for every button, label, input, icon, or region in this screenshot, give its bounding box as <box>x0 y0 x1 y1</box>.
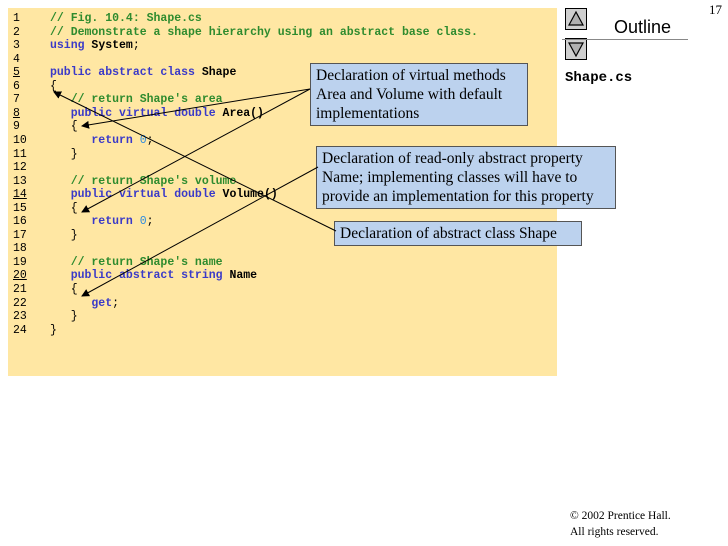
code-token: // Demonstrate a shape hierarchy using a… <box>50 25 478 39</box>
code-text: using System; <box>50 39 140 53</box>
code-token: return <box>50 215 133 229</box>
outline-divider <box>562 39 688 40</box>
code-token: using <box>50 39 85 53</box>
next-slide-button[interactable] <box>565 38 587 60</box>
line-number: 21 <box>13 283 27 296</box>
outline-title: Outline <box>614 17 672 37</box>
code-token: Name <box>229 269 258 283</box>
code-token <box>216 107 223 120</box>
line-number: 17 <box>13 228 27 242</box>
line-number: 9 <box>13 120 20 134</box>
code-token: public virtual double <box>50 188 216 202</box>
code-token: } <box>50 310 78 324</box>
code-token: Area() <box>222 106 264 120</box>
code-token: { <box>50 79 57 93</box>
code-text: public abstract string Name <box>50 269 257 283</box>
code-token: public virtual double <box>50 106 216 120</box>
code-token: public abstract string <box>50 269 223 283</box>
code-text: } <box>50 310 78 324</box>
file-name-label: Shape.cs <box>565 70 633 86</box>
code-token: } <box>50 323 57 337</box>
line-number: 12 <box>13 161 27 175</box>
code-text: // Fig. 10.4: Shape.cs <box>50 12 202 26</box>
code-token <box>133 215 140 228</box>
line-number: 4 <box>13 52 20 66</box>
code-token: { <box>50 120 78 134</box>
callout-virtual-methods: Declaration of virtual methods Area and … <box>310 63 528 126</box>
line-number: 7 <box>13 93 20 107</box>
code-token <box>216 188 223 201</box>
line-number: 23 <box>13 310 27 324</box>
line-number: 19 <box>13 255 27 269</box>
line-number: 18 <box>13 242 27 256</box>
code-token: // return Shape's area <box>50 93 223 107</box>
code-token: } <box>50 228 78 242</box>
line-number: 16 <box>13 215 27 229</box>
line-number: 1 <box>13 12 20 25</box>
line-number: 20 <box>13 269 27 283</box>
code-token: ; <box>146 133 154 147</box>
code-text: { <box>50 202 78 216</box>
line-number: 8 <box>13 106 20 120</box>
line-number: 13 <box>13 174 27 188</box>
copyright-line-2: All rights reserved. <box>570 526 659 538</box>
code-token <box>133 134 140 147</box>
code-text: get; <box>50 297 119 311</box>
code-token: { <box>50 283 78 296</box>
page-number: 17 <box>709 2 722 17</box>
code-token: return <box>50 133 133 147</box>
code-text: { <box>50 120 78 134</box>
code-token: 0 <box>139 215 147 229</box>
line-number: 22 <box>13 296 27 310</box>
copyright-line-1: © 2002 Prentice Hall. <box>570 510 671 522</box>
code-text: return 0; <box>50 215 154 229</box>
line-number: 15 <box>13 201 27 215</box>
code-text: } <box>50 324 57 338</box>
code-text: // return Shape's volume <box>50 174 237 189</box>
callout-abstract-property: Declaration of read-only abstract proper… <box>316 146 616 209</box>
code-token: ; <box>132 39 140 53</box>
line-number: 2 <box>13 25 20 39</box>
code-text: public abstract class Shape <box>50 66 236 80</box>
code-token <box>195 66 202 79</box>
code-text: } <box>50 229 78 243</box>
code-token: get <box>50 296 113 310</box>
line-number: 5 <box>13 66 20 80</box>
code-token: ; <box>146 215 154 229</box>
code-token: Shape <box>201 66 237 80</box>
code-text: // return Shape's area <box>50 93 223 107</box>
code-text: } <box>50 148 78 162</box>
code-token: } <box>50 147 78 161</box>
callout-abstract-class: Declaration of abstract class Shape <box>334 221 582 246</box>
code-token: // return Shape's name <box>50 255 223 269</box>
code-token: ; <box>112 296 120 310</box>
line-number: 6 <box>13 79 20 93</box>
triangle-down-icon <box>567 42 585 58</box>
code-text: // Demonstrate a shape hierarchy using a… <box>50 26 478 40</box>
code-text: { <box>50 283 78 297</box>
code-token: System <box>91 39 133 53</box>
line-number: 10 <box>13 133 27 147</box>
code-token: Volume() <box>222 188 278 202</box>
line-number: 3 <box>13 39 20 53</box>
code-text: public virtual double Volume() <box>50 188 278 202</box>
line-number: 24 <box>13 323 27 337</box>
copyright-notice: © 2002 Prentice Hall. All rights reserve… <box>570 508 671 540</box>
code-text: { <box>50 80 57 94</box>
code-token: public abstract class <box>50 66 195 80</box>
line-number: 14 <box>13 188 27 202</box>
code-text: return 0; <box>50 133 154 148</box>
line-number: 11 <box>13 147 27 161</box>
previous-slide-button[interactable] <box>565 8 587 30</box>
triangle-up-icon <box>567 10 585 26</box>
code-token: // return Shape's volume <box>50 174 237 188</box>
code-text: // return Shape's name <box>50 256 223 270</box>
code-token: 0 <box>139 133 147 147</box>
code-token: { <box>50 201 78 215</box>
code-text: public virtual double Area() <box>50 107 264 121</box>
code-token: // Fig. 10.4: Shape.cs <box>50 12 202 25</box>
